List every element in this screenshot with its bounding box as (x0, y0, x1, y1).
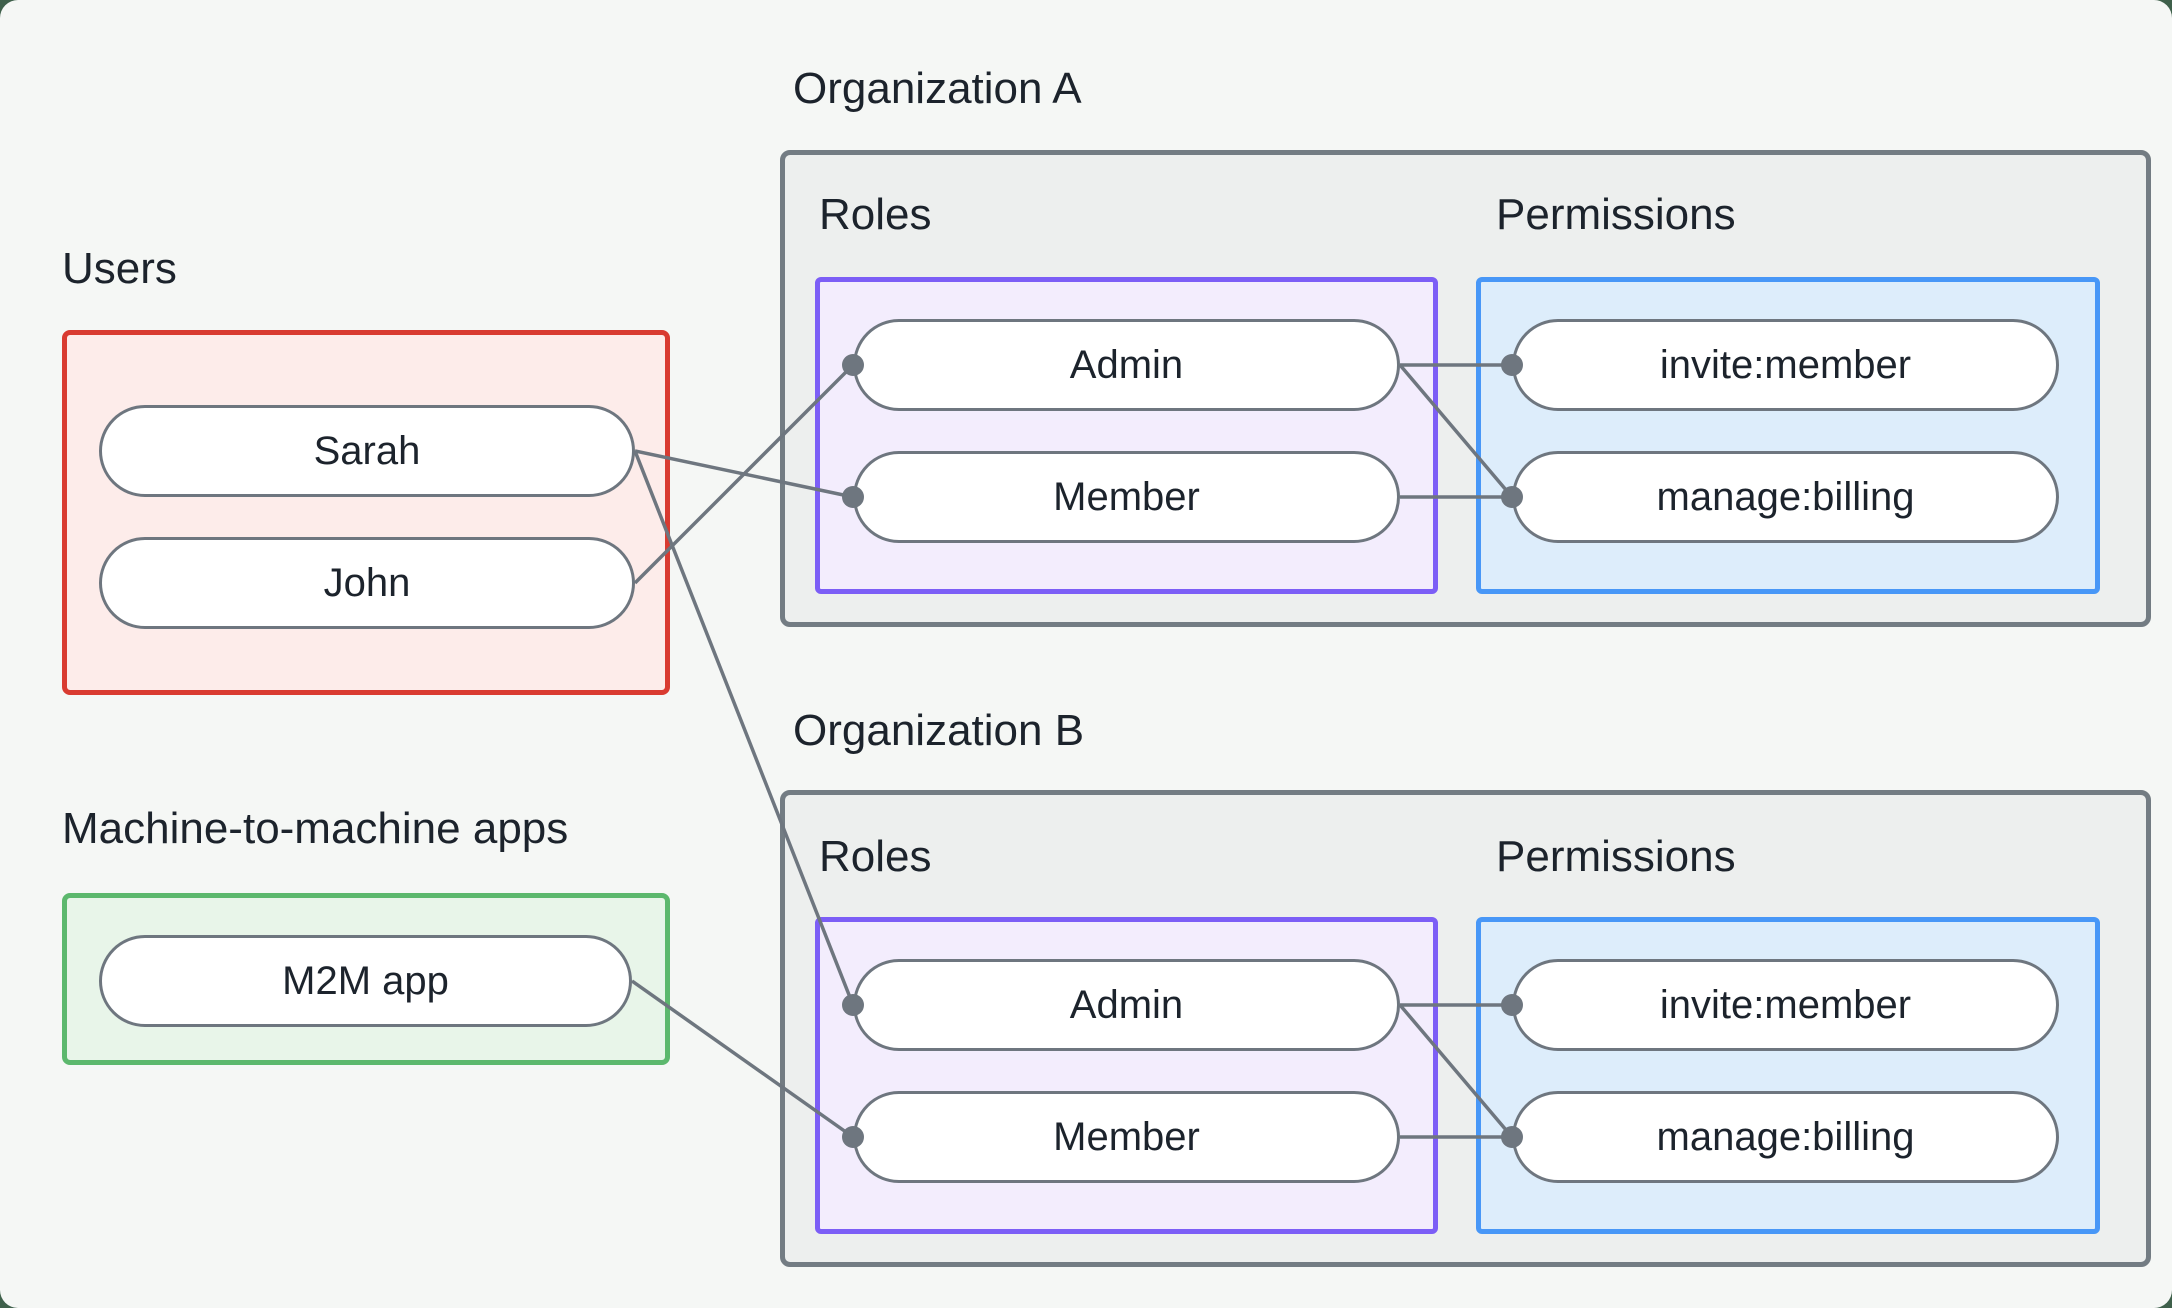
organization-a-roles-label: Roles (819, 190, 932, 239)
node-orga-role-member: Member (853, 451, 1400, 543)
node-orgb-role-admin: Admin (853, 959, 1400, 1051)
users-group-box (62, 330, 670, 695)
organization-a-permissions-label: Permissions (1496, 190, 1736, 239)
node-orga-role-admin: Admin (853, 319, 1400, 411)
node-orgb-permission-manage-billing: manage:billing (1512, 1091, 2059, 1183)
organization-b-title: Organization B (793, 706, 1085, 755)
node-orga-permission-invite-member: invite:member (1512, 319, 2059, 411)
node-orgb-permission-invite-member: invite:member (1512, 959, 2059, 1051)
node-user-john: John (99, 537, 635, 629)
node-orga-permission-manage-billing: manage:billing (1512, 451, 2059, 543)
users-group-label: Users (62, 244, 177, 293)
organization-b-permissions-label: Permissions (1496, 832, 1736, 881)
m2m-group-label: Machine-to-machine apps (62, 804, 569, 853)
node-m2m-app: M2M app (99, 935, 632, 1027)
node-orgb-role-member: Member (853, 1091, 1400, 1183)
node-user-sarah: Sarah (99, 405, 635, 497)
organization-b-roles-label: Roles (819, 832, 932, 881)
organization-a-title: Organization A (793, 64, 1082, 113)
